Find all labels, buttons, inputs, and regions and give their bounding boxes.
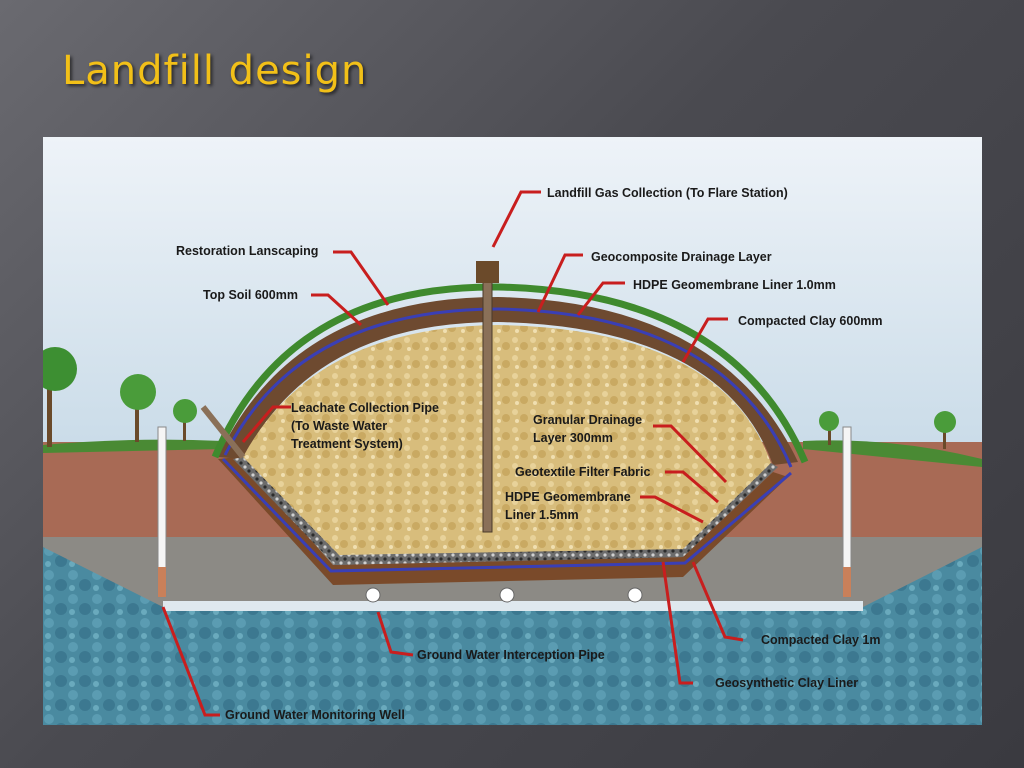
interception-pipe: [365, 587, 381, 603]
leachate-pipe: [200, 405, 246, 459]
ground-surface: [43, 439, 223, 453]
label-compacted-clay-1m: Compacted Clay 1m: [761, 633, 880, 647]
label-gw-well: Ground Water Monitoring Well: [225, 708, 405, 722]
leader-lines: [161, 190, 744, 717]
label-leachate-3: Treatment System): [291, 437, 403, 451]
label-leachate-1: Leachate Collection Pipe: [291, 401, 439, 415]
label-hdpe-top: HDPE Geomembrane Liner 1.0mm: [633, 278, 836, 292]
landfill-diagram: Landfill Gas Collection (To Flare Statio…: [43, 137, 982, 725]
waste-mass: [243, 325, 771, 563]
aquifer: [43, 547, 982, 725]
clay-cap: [218, 297, 798, 465]
trees: [43, 347, 956, 449]
interception-trench: [163, 601, 863, 611]
gas-vent-pipe: [482, 276, 493, 533]
label-granular-2: Layer 300mm: [533, 431, 613, 445]
label-geotextile: Geotextile Filter Fabric: [515, 465, 651, 479]
label-gcl: Geosynthetic Clay Liner: [715, 676, 858, 690]
label-hdpe-bottom-1: HDPE Geomembrane: [505, 490, 631, 504]
label-hdpe-bottom-2: Liner 1.5mm: [505, 508, 579, 522]
label-granular-1: Granular Drainage: [533, 413, 642, 427]
label-gw-pipe: Ground Water Interception Pipe: [417, 648, 605, 662]
label-leachate-2: (To Waste Water: [291, 419, 387, 433]
slide-title: Landfill design: [62, 48, 368, 94]
vegetated-cover: [211, 283, 809, 464]
gas-vent-head: [476, 261, 499, 283]
label-gas-collection: Landfill Gas Collection (To Flare Statio…: [547, 186, 788, 200]
hdpe-liner-top: [223, 307, 793, 468]
label-compacted-clay-600: Compacted Clay 600mm: [738, 314, 883, 328]
interception-pipe: [499, 587, 515, 603]
label-top-soil: Top Soil 600mm: [203, 288, 298, 302]
label-restoration: Restoration Lanscaping: [176, 244, 318, 258]
hdpe-liner-bottom: [221, 457, 792, 573]
label-geocomposite: Geocomposite Drainage Layer: [591, 250, 772, 264]
interception-pipe: [627, 587, 643, 603]
